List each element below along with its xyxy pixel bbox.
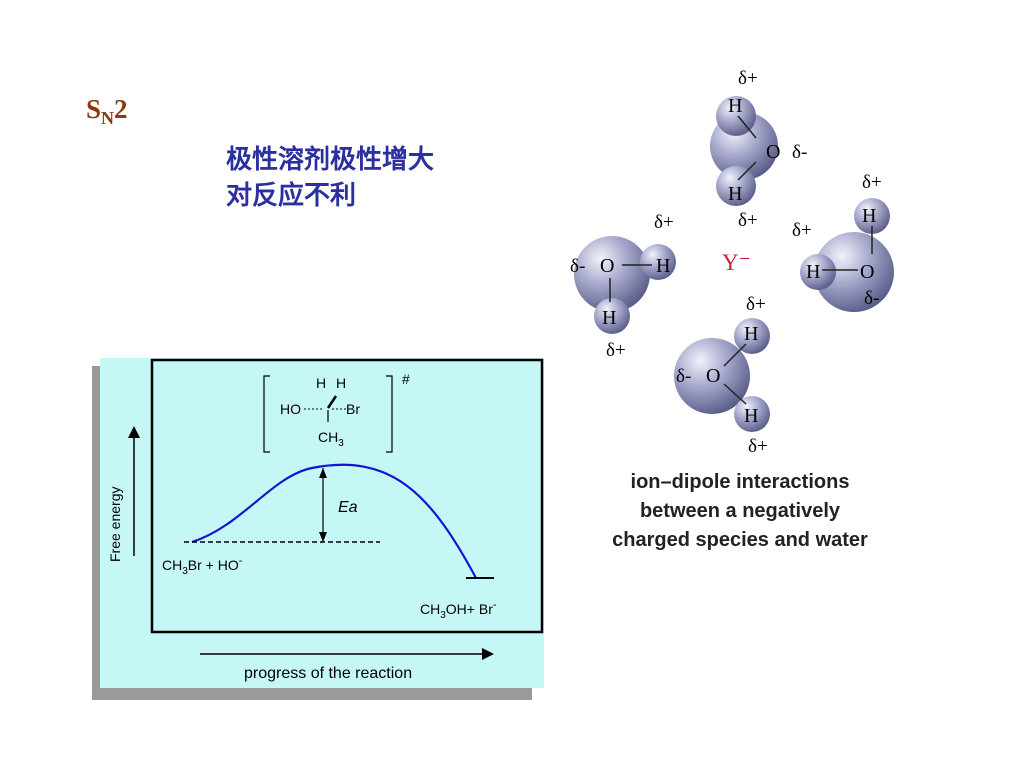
title-subscript: N: [101, 108, 115, 128]
product-label: CH3OH+ Br-: [420, 599, 497, 621]
energy-profile-diagram: Free energy progress of the reaction # H…: [92, 358, 544, 700]
right-delta-plus-1: δ+: [862, 172, 882, 193]
water-molecule-bottom: δ+ H δ- O H δ+: [674, 294, 770, 457]
bottom-delta-plus-2: δ+: [748, 436, 768, 457]
x-axis-label: progress of the reaction: [244, 665, 412, 682]
reactant-label: CH3Br + HO-: [162, 555, 243, 577]
ts-marker: #: [402, 371, 410, 387]
ts-ch3: CH3: [318, 429, 344, 449]
top-h2: H: [728, 183, 742, 205]
caption-line-2: between a negatively: [639, 500, 841, 522]
left-h2: H: [602, 307, 616, 329]
top-delta-plus-2: δ+: [738, 210, 758, 231]
bottom-h1: H: [744, 323, 758, 345]
right-o: O: [860, 261, 874, 283]
right-delta-minus: δ-: [864, 288, 879, 309]
caption-line-1: ion–dipole interactions: [630, 471, 850, 493]
left-delta-plus-1: δ+: [654, 212, 674, 233]
ts-h2: H: [336, 375, 346, 391]
top-delta-minus: δ-: [792, 142, 807, 163]
bottom-o: O: [706, 365, 720, 387]
left-h1: H: [656, 255, 670, 277]
left-delta-minus: δ-: [570, 256, 585, 277]
right-h1: H: [862, 205, 876, 227]
ts-br: Br: [346, 401, 360, 417]
plot-frame: [150, 358, 544, 634]
bottom-delta-minus: δ-: [676, 366, 691, 387]
ts-bracket-left: [263, 375, 270, 453]
ts-ho: HO: [280, 401, 301, 417]
energy-curve: [191, 463, 477, 579]
top-delta-plus-1: δ+: [738, 68, 758, 89]
bottom-delta-plus-1: δ+: [746, 294, 766, 315]
caption-line-3: charged species and water: [612, 529, 868, 551]
ion-dipole-caption: ion–dipole interactions between a negati…: [560, 468, 920, 555]
ea-arrowhead-top: [319, 468, 327, 478]
note-line-2: 对反应不利: [226, 181, 357, 211]
ea-arrowhead-bottom: [319, 532, 327, 542]
solvent-polarity-note: 极性溶剂极性增大 对反应不利: [226, 142, 526, 214]
ea-label: Ea: [338, 499, 358, 516]
ts-bracket-right: [386, 375, 393, 453]
water-molecule-right: δ+ H δ+ H O δ-: [792, 172, 894, 312]
top-o: O: [766, 141, 780, 163]
y-axis-label: Free energy: [107, 487, 123, 562]
water-molecule-top: δ+ H O δ- H δ+: [710, 68, 807, 231]
left-o: O: [600, 255, 614, 277]
water-molecule-left: δ+ δ- O H H δ+: [570, 212, 676, 361]
note-line-1: 极性溶剂极性增大: [226, 145, 435, 175]
anion-label: Y⁻: [722, 250, 751, 275]
ts-h1: H: [316, 375, 326, 391]
top-h1: H: [728, 95, 742, 117]
left-delta-plus-2: δ+: [606, 340, 626, 361]
diagram-panel: [100, 358, 544, 688]
ts-bond-up: [326, 395, 338, 409]
bottom-h2: H: [744, 405, 758, 427]
ion-dipole-figure: δ+ H O δ- H δ+ δ+ δ- O H H δ+ Y⁻ δ+ H δ+…: [570, 68, 894, 457]
right-delta-plus-2: δ+: [792, 220, 812, 241]
reaction-type-title: SN2: [86, 94, 128, 128]
right-h2: H: [806, 261, 820, 283]
